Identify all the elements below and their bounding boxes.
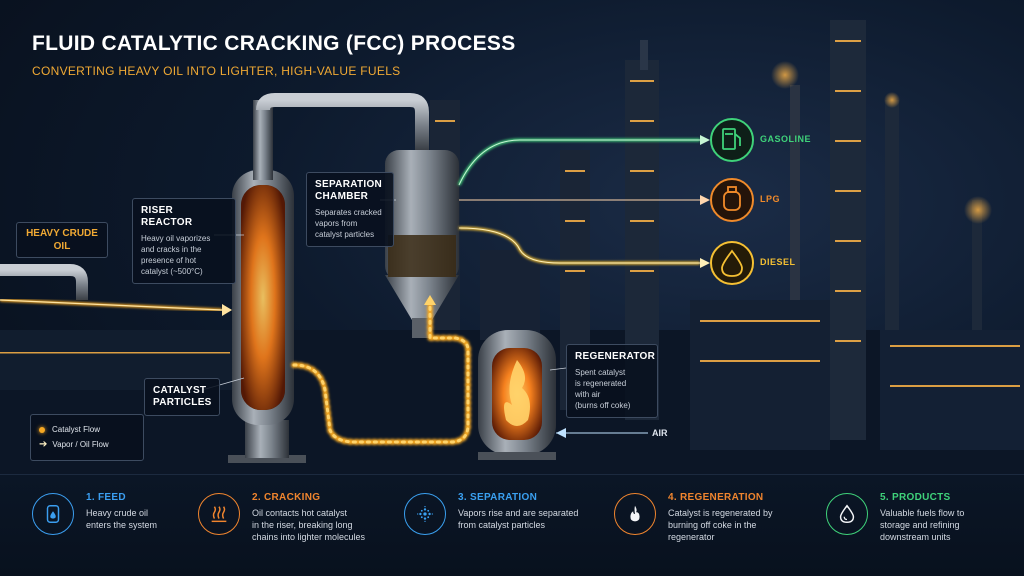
regenerator-vessel: [478, 330, 648, 460]
product-gasoline-icon-group: [710, 118, 754, 162]
air-label: AIR: [652, 428, 668, 438]
gas-cylinder-icon: [723, 186, 741, 211]
separation-chamber-vessel: [385, 150, 459, 338]
heat-waves-icon: [198, 493, 240, 535]
step-feed-title: 1. FEED: [86, 492, 126, 503]
feed-label: HEAVY CRUDE OIL: [16, 222, 108, 258]
step-regeneration: 4. REGENERATION Catalyst is regenerated …: [614, 491, 773, 543]
legend: Catalyst Flow ➔Vapor / Oil Flow: [30, 414, 144, 461]
step-separation-title: 3. SEPARATION: [458, 492, 538, 503]
product-gasoline-label: GASOLINE: [760, 134, 812, 144]
step-regeneration-title: 4. REGENERATION: [668, 492, 764, 503]
page-title: FLUID CATALYTIC CRACKING (FCC) PROCESS: [32, 32, 516, 55]
legend-catalyst-flow: Catalyst Flow: [39, 424, 135, 436]
product-flow-lines: [457, 135, 710, 268]
particles-icon: [404, 493, 446, 535]
fuel-pump-icon: [722, 128, 741, 150]
step-cracking-title: 2. CRACKING: [252, 492, 321, 503]
drop-icon: [826, 493, 868, 535]
legend-vapor-flow: ➔Vapor / Oil Flow: [39, 439, 109, 450]
arrow-right-icon: ➔: [39, 439, 48, 450]
oil-drop-icon: [721, 249, 743, 277]
oil-barrel-icon: [32, 493, 74, 535]
step-products-title: 5. PRODUCTS: [880, 492, 951, 503]
riser-reactor-vessel: [228, 93, 429, 463]
product-diesel-icon-group: [710, 241, 754, 285]
product-lpg-label: LPG: [760, 194, 781, 204]
page-subtitle: CONVERTING HEAVY OIL INTO LIGHTER, HIGH-…: [32, 64, 401, 78]
catalyst-flow-loop: [291, 295, 471, 445]
catalyst-dot-icon: [39, 427, 45, 433]
feed-pipe: [0, 264, 232, 316]
step-separation: 3. SEPARATION Vapors rise and are separa…: [404, 491, 578, 535]
product-diesel-label: DIESEL: [760, 257, 796, 267]
product-lpg-icon-group: [710, 178, 754, 222]
flame-icon: [614, 493, 656, 535]
